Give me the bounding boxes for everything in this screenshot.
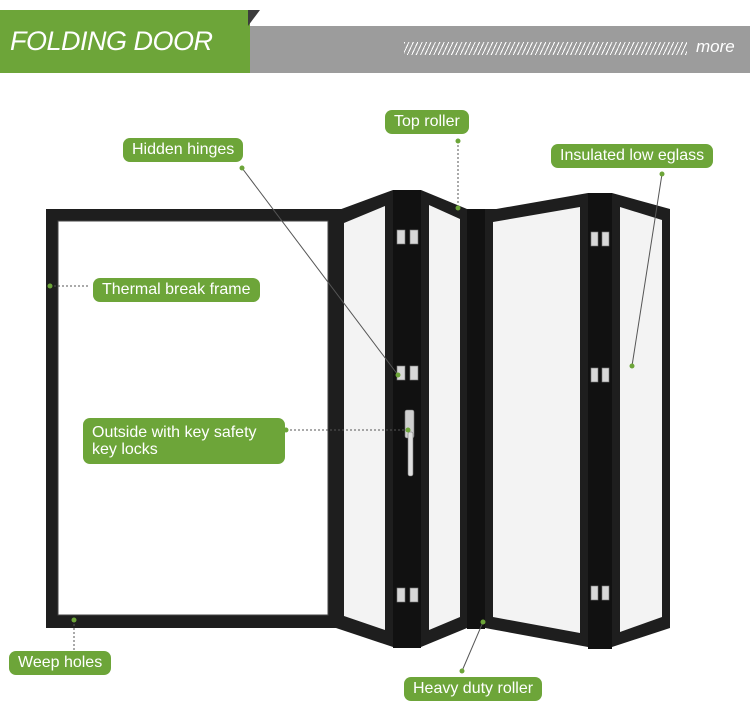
banner-hatch-decoration (404, 42, 687, 55)
callout-heavy-duty-roller: Heavy duty roller (404, 677, 543, 701)
center-stile (467, 209, 485, 629)
banner-title-block (0, 10, 250, 73)
header-banner: FOLDING DOOR more (0, 10, 750, 73)
hinge-stile-2 (588, 193, 612, 649)
hinges (396, 229, 610, 603)
banner-notch (248, 10, 260, 26)
door-panel-1 (336, 190, 393, 647)
callout-key-locks: Outside with key safety key locks (83, 418, 285, 464)
door-panel-2 (421, 190, 467, 647)
callout-hidden-hinges: Hidden hinges (123, 138, 244, 162)
callout-insulated-glass: Insulated low eglass (551, 144, 714, 168)
callout-thermal-break-frame: Thermal break frame (93, 278, 260, 302)
callout-top-roller: Top roller (385, 110, 469, 134)
page-title: FOLDING DOOR (10, 26, 213, 56)
callout-weep-holes: Weep holes (9, 651, 112, 675)
door-panel-3 (485, 193, 588, 647)
leader-lines (50, 141, 663, 672)
door-panel-4 (612, 193, 670, 647)
more-link[interactable]: more (696, 37, 735, 56)
callout-dots (47, 138, 665, 674)
